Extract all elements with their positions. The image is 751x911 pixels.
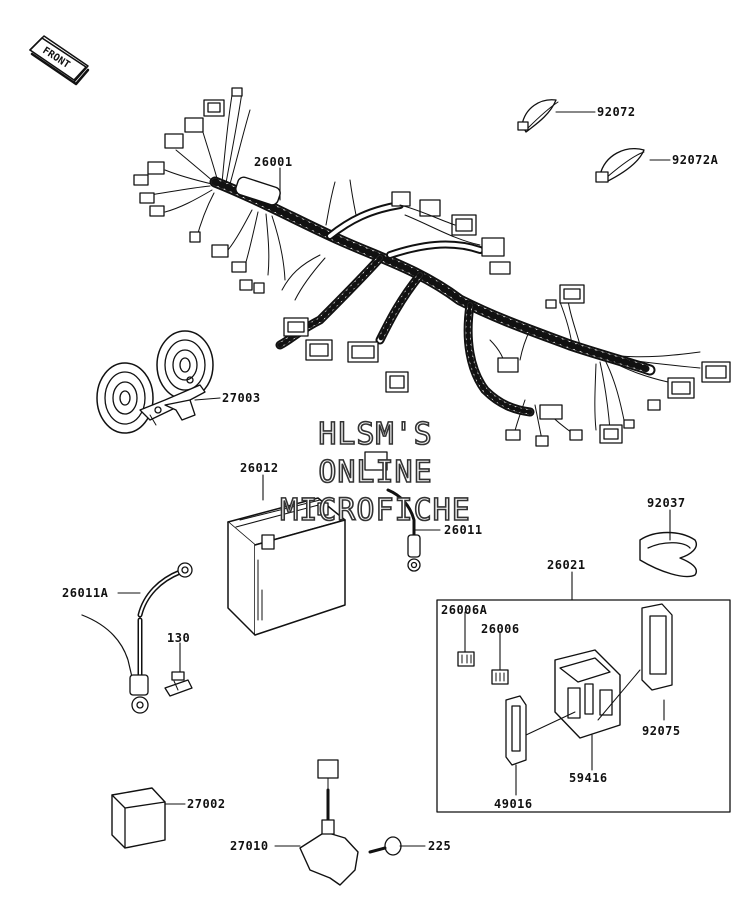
relay-27002 — [111, 787, 166, 849]
screw-225 — [368, 836, 402, 856]
watermark-line-1: HLSM'S — [318, 417, 433, 453]
label-130: 130 — [167, 631, 191, 645]
label-225: 225 — [428, 839, 452, 853]
battery-26012 — [227, 497, 346, 636]
main-harness-26001 — [133, 87, 731, 447]
label-26011A: 26011A — [62, 586, 109, 600]
horn-27003 — [96, 330, 214, 434]
watermark-line-3: MICROFICHE — [279, 493, 471, 529]
band-92072 — [517, 99, 559, 133]
cable-26011 — [364, 451, 421, 572]
label-26006: 26006 — [481, 622, 520, 636]
label-92075: 92075 — [642, 724, 681, 738]
label-27003: 27003 — [222, 391, 261, 405]
clip-92037 — [639, 531, 697, 578]
sensor-27010 — [299, 759, 359, 886]
label-92037: 92037 — [647, 496, 686, 510]
band-92072A — [595, 148, 645, 183]
label-92072: 92072 — [597, 105, 636, 119]
label-26001: 26001 — [254, 155, 293, 169]
label-26011: 26011 — [444, 523, 483, 537]
label-26021: 26021 — [547, 558, 586, 572]
bolt-130 — [164, 671, 193, 697]
group-box-26021 — [436, 599, 731, 813]
watermark-line-2: ONLINE — [318, 455, 433, 491]
label-27002: 27002 — [187, 797, 226, 811]
leader-lines — [117, 111, 671, 847]
label-27010: 27010 — [230, 839, 269, 853]
label-49016: 49016 — [494, 797, 533, 811]
front-arrow-icon: FRONT — [29, 35, 90, 86]
label-59416: 59416 — [569, 771, 608, 785]
cable-26011A — [81, 562, 193, 714]
label-26006A: 26006A — [441, 603, 488, 617]
label-26012: 26012 — [240, 461, 279, 475]
label-92072A: 92072A — [672, 153, 719, 167]
